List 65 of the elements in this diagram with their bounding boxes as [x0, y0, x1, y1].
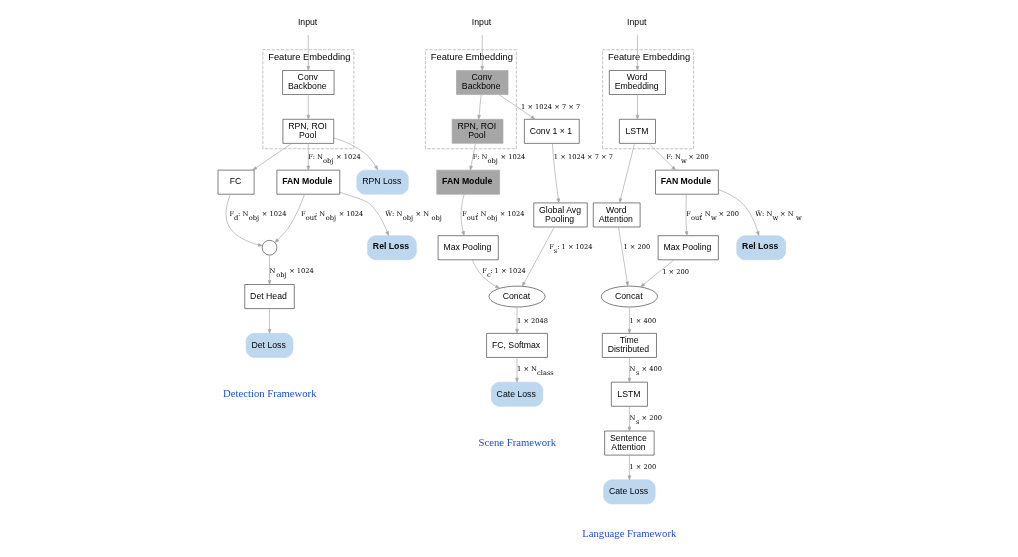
node-box: FC, Softmax — [485, 333, 548, 358]
node-ellipse: Concat — [600, 285, 658, 308]
arrow — [225, 194, 263, 247]
arrow — [514, 357, 519, 383]
arrow — [468, 143, 476, 171]
label: Detection Framework — [222, 386, 317, 399]
node-text: Input — [297, 17, 317, 28]
arrow — [476, 94, 481, 120]
node-box: RPN Loss — [355, 169, 409, 195]
node-box: Time Distributed — [601, 333, 657, 358]
arrow — [306, 143, 310, 171]
arrow — [480, 34, 484, 71]
node-box: Max Pooling — [437, 235, 499, 261]
arrow — [460, 194, 465, 236]
arrow — [521, 226, 555, 287]
arrow — [306, 34, 310, 71]
node-box: FAN Module — [435, 169, 500, 195]
node-box: Global Avg Pooling — [532, 202, 588, 228]
node-box: FAN Module — [654, 169, 719, 195]
arrow — [338, 191, 389, 236]
arrow — [618, 143, 635, 203]
node-box: Word Embedding — [608, 70, 666, 95]
arrow — [627, 357, 631, 383]
arrow — [498, 94, 535, 120]
arrow — [274, 193, 305, 243]
node-box: Max Pooling — [657, 235, 719, 261]
node-box: Word Attention — [592, 202, 640, 228]
node-text: Input — [471, 17, 491, 28]
arrow — [267, 254, 271, 285]
arrow — [551, 143, 560, 204]
label: Language Framework — [581, 526, 676, 539]
node-box: FAN Module — [276, 169, 340, 195]
arrow — [333, 137, 378, 171]
node-box: Rel Loss — [735, 235, 786, 261]
arrow — [267, 308, 271, 334]
node-box: Conv 1 × 1 — [523, 118, 580, 144]
arrow — [648, 143, 676, 171]
node-box: RPN, ROI Pool — [282, 118, 334, 144]
arrow — [717, 189, 759, 236]
node-box: Sentence Attention — [603, 430, 654, 456]
node-text: Input — [626, 17, 646, 28]
node-box: FC — [217, 169, 254, 195]
arrow — [514, 306, 519, 334]
arrow — [627, 406, 631, 432]
label: Scene Framework — [478, 435, 556, 448]
arrow — [251, 143, 292, 171]
node-box: LSTM — [610, 381, 648, 407]
node-box: Det Head — [243, 284, 295, 309]
node-box: Cate Loss — [490, 381, 543, 407]
node-box: LSTM — [618, 118, 656, 144]
node-box: Conv Backbone — [455, 70, 508, 95]
arrow — [635, 94, 639, 120]
node-box: Det Loss — [245, 333, 293, 358]
arrow — [635, 34, 639, 71]
node-box: Rel Loss — [366, 235, 417, 261]
node-box: Conv Backbone — [281, 70, 334, 95]
arrow — [471, 259, 500, 289]
arrow — [639, 259, 674, 288]
arrow — [617, 226, 629, 287]
arrow — [627, 306, 631, 334]
arrow — [627, 454, 631, 481]
arrow — [306, 94, 310, 120]
node-box: RPN, ROI Pool — [451, 118, 503, 144]
node-box: Cate Loss — [602, 479, 655, 505]
arrow — [684, 193, 688, 236]
